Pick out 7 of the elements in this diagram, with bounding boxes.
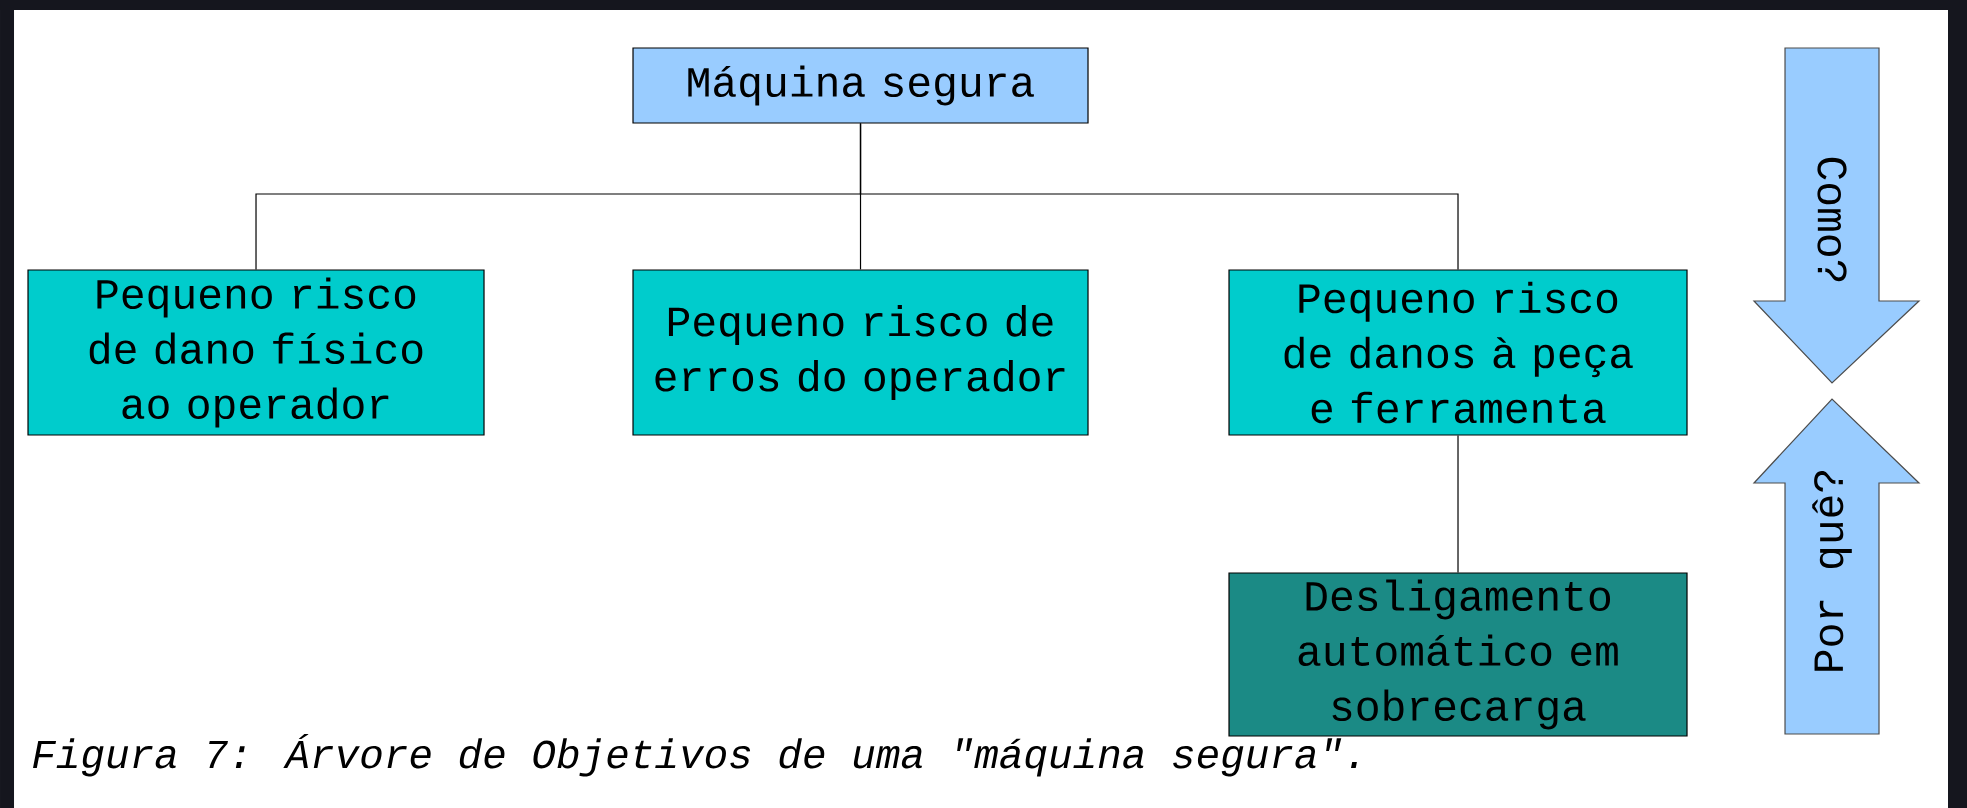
measure-box: Desligamento automático em sobrecarga — [1228, 572, 1688, 737]
subgoal-box: Pequeno risco de dano físico ao operador — [27, 269, 485, 436]
subgoal-box: Pequeno risco de erros do operador — [632, 269, 1089, 436]
connector-line — [1457, 435, 1459, 573]
subgoal-box: Pequeno risco de danos à peça e ferramenta — [1228, 269, 1688, 436]
goal-box: Máquina segura — [632, 47, 1089, 124]
connector-line — [859, 123, 1459, 270]
